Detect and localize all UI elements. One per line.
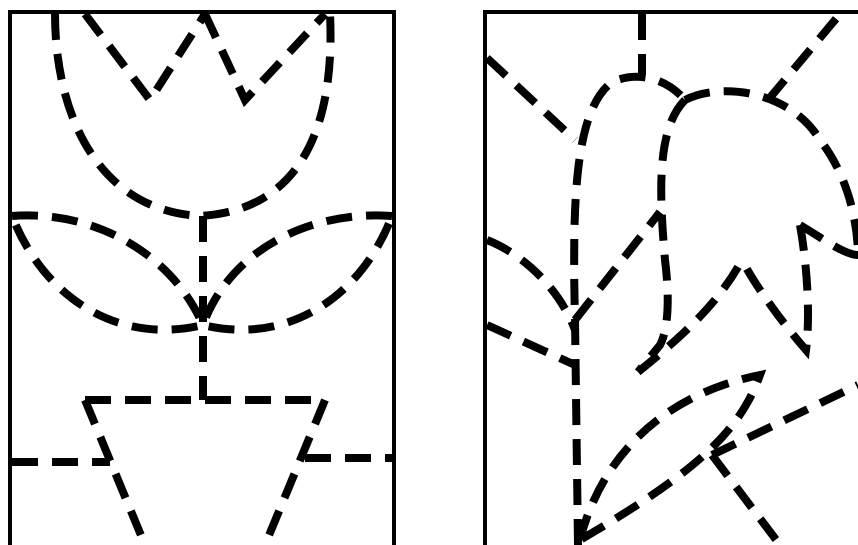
right-upper-right-diagonal — [764, 11, 844, 103]
right-lower-cut-b — [710, 381, 858, 459]
tulip-petal-left — [81, 11, 209, 107]
tulip-petal-right — [201, 11, 328, 108]
right-mid-diagonal — [635, 258, 746, 376]
right-petal-inner — [634, 97, 688, 375]
right-lower-leaf — [574, 369, 767, 545]
right-small-petal — [738, 221, 858, 360]
left-panel — [6, 10, 398, 545]
right-petal-piece — [683, 87, 858, 256]
right-panel-frame — [483, 10, 858, 545]
flower-pot — [81, 396, 331, 545]
left-panel-frame — [8, 10, 396, 545]
left-leaf — [6, 211, 209, 334]
right-leaf — [197, 211, 398, 334]
right-diagonal-from-stem — [571, 209, 664, 323]
right-upper-left-diagonal — [484, 55, 578, 143]
right-panel — [483, 10, 858, 545]
right-left-leaf-piece — [485, 236, 579, 369]
right-tall-piece — [570, 72, 689, 545]
tulip-head-outline — [51, 13, 335, 221]
right-lower-cut-a — [708, 452, 784, 545]
left-horizontal-cut — [12, 454, 392, 466]
